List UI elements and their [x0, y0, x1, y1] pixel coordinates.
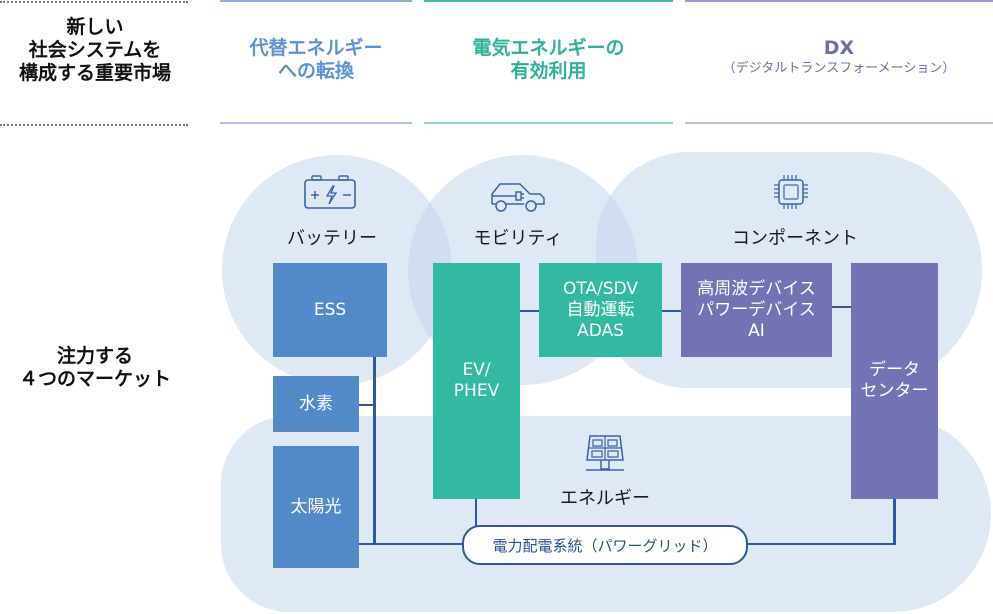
box-solar: 太陽光	[273, 446, 359, 568]
theme-line: 電気エネルギーの	[472, 37, 625, 59]
connector-ev-grid	[475, 499, 477, 529]
market-energy-label: エネルギー	[560, 488, 650, 509]
theme-line: への転換	[277, 60, 354, 82]
theme-title: DX	[823, 37, 855, 59]
row-label-line: 社会システムを	[28, 39, 162, 61]
chip-icon	[774, 175, 808, 209]
theme-line-top-1	[220, 0, 412, 2]
separator-top	[0, 1, 188, 3]
row-label-line: 構成する重要市場	[18, 62, 171, 84]
box-ota-sdv: OTA/SDV 自動運転 ADAS	[539, 263, 662, 357]
theme-line-bottom-1	[220, 122, 412, 124]
connector-grid-datacenter	[746, 543, 896, 545]
box-ev-phev: EV/ PHEV	[433, 263, 520, 499]
market-battery-label: バッテリー	[287, 228, 377, 249]
theme-line-bottom-2	[424, 122, 673, 124]
connector-ota-devices	[662, 310, 682, 312]
box-hydrogen: 水素	[273, 376, 359, 432]
connector-solar-grid	[359, 543, 464, 545]
theme-electric-energy: 電気エネルギーの 有効利用	[424, 37, 673, 83]
theme-subtitle: （デジタルトランスフォーメーション）	[722, 61, 956, 76]
connector-ev-ota	[520, 310, 540, 312]
row-label-line: ４つのマーケット	[18, 368, 171, 390]
separator-middle	[0, 124, 188, 126]
solar-panel-icon	[586, 435, 624, 471]
market-mobility-label: モビリティ	[473, 228, 563, 249]
connector-devices-datacenter	[832, 306, 852, 308]
connector-ess-vertical	[373, 357, 376, 545]
row-label-line: 新しい	[66, 16, 124, 38]
theme-dx: DX （デジタルトランスフォーメーション）	[685, 37, 993, 78]
row-label-line: 注力する	[56, 345, 133, 367]
market-component-label: コンポーネント	[732, 228, 858, 249]
theme-line: 代替エネルギー	[249, 37, 383, 59]
theme-alternative-energy: 代替エネルギー への転換	[220, 37, 412, 83]
box-datacenter: データ センター	[851, 263, 938, 499]
power-grid-label: 電力配電系統（パワーグリッド）	[462, 525, 748, 565]
theme-line-top-2	[424, 0, 673, 2]
connector-hydrogen	[359, 404, 375, 406]
connector-datacenter-vertical	[893, 499, 896, 545]
electric-car-icon	[491, 183, 545, 212]
row-label-focus-markets: 注力する ４つのマーケット	[0, 345, 195, 391]
box-ess: ESS	[273, 263, 387, 357]
theme-line: 有効利用	[510, 60, 587, 82]
row-label-important-markets: 新しい 社会システムを 構成する重要市場	[0, 16, 195, 85]
theme-line-top-3	[685, 0, 993, 2]
box-devices-ai: 高周波デバイス パワーデバイス AI	[681, 263, 832, 357]
battery-icon	[304, 175, 356, 209]
theme-line-bottom-3	[685, 122, 993, 124]
